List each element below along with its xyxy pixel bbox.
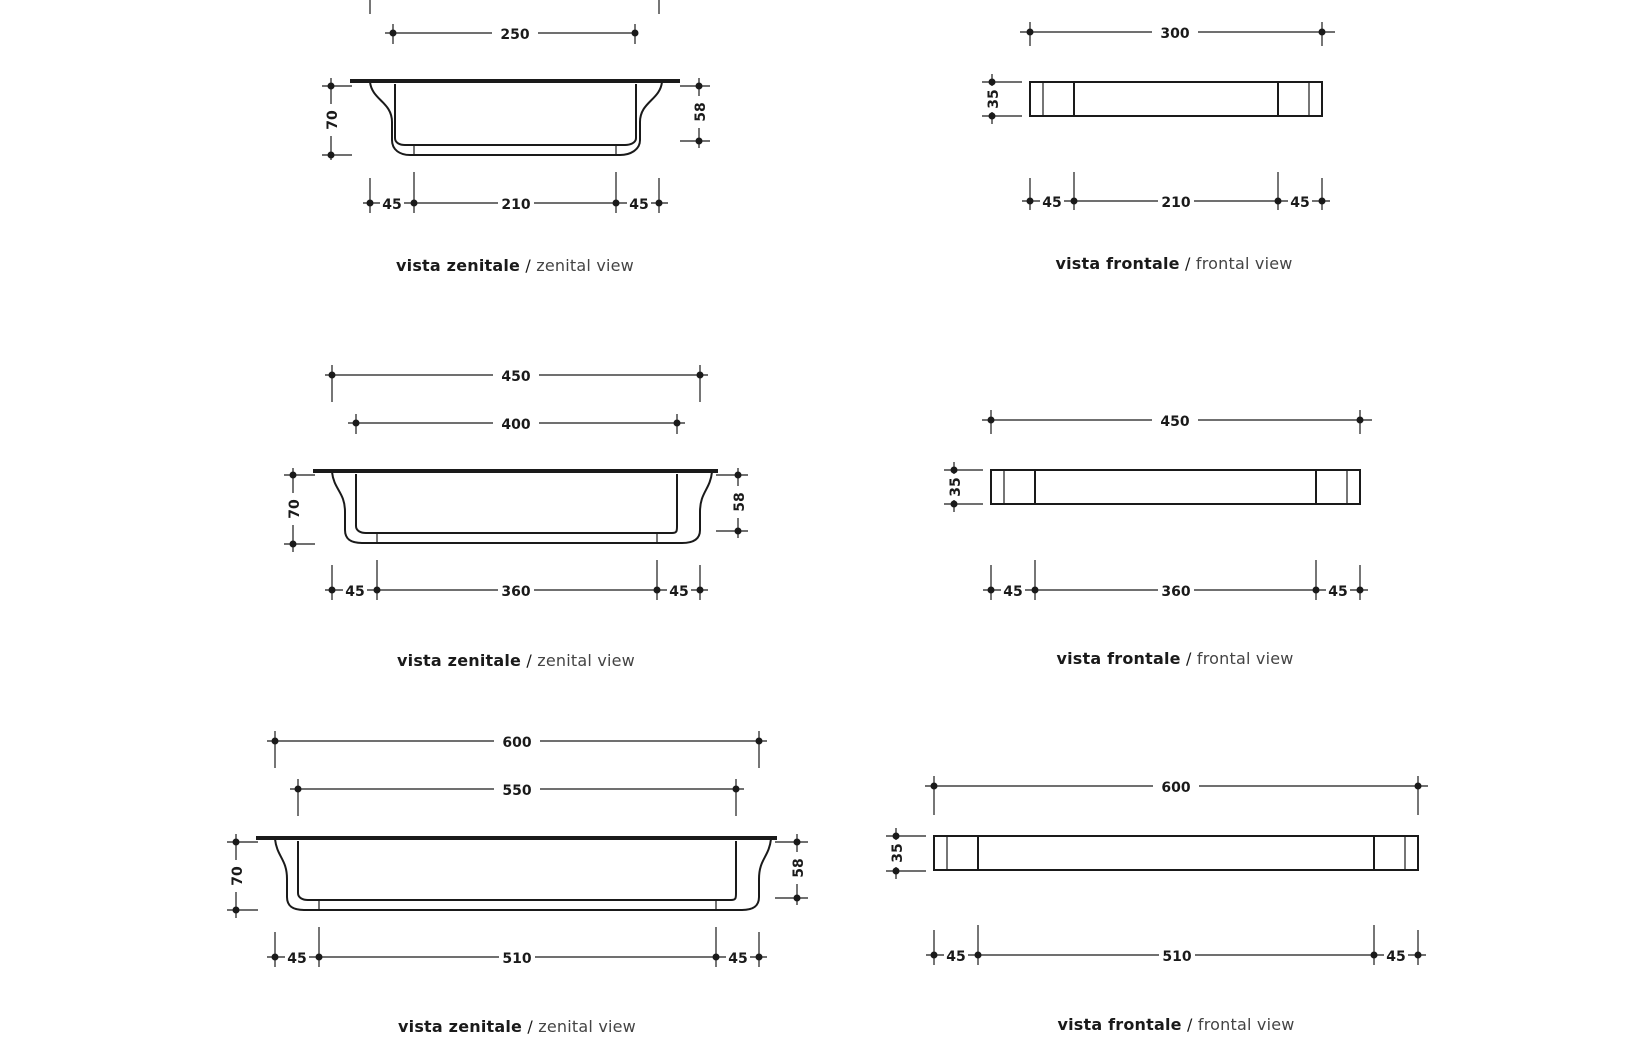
dim-label: 45 [669, 584, 688, 600]
dim-label: 35 [890, 843, 906, 862]
bar-outline [1029, 81, 1323, 117]
dim-top-width: 300 [1020, 22, 1335, 46]
dim-label: 45 [1042, 195, 1061, 211]
caption-english: frontal view [1197, 1015, 1295, 1034]
caption-italian: vista zenitale [398, 1017, 523, 1036]
dim-top-width: 450 [982, 410, 1372, 434]
caption-separator: / [1187, 1015, 1193, 1034]
dim-label: 450 [501, 369, 530, 385]
dim-bottom-chain: 45 210 45 [1022, 172, 1330, 211]
dim-label: 210 [501, 197, 530, 213]
dim-label: 450 [1160, 414, 1189, 430]
dim-label: 45 [1003, 584, 1022, 600]
dim-label: 45 [345, 584, 364, 600]
dim-label: 58 [791, 858, 807, 877]
dim-label: 45 [1386, 949, 1405, 965]
dim-label: 45 [629, 197, 648, 213]
caption-separator: / [527, 1017, 533, 1036]
caption-separator: / [525, 256, 531, 275]
zenital-view-600: 600 550 70 [225, 731, 808, 967]
bar-outline [990, 469, 1361, 505]
dim-label: 58 [732, 492, 748, 511]
dim-label: 45 [946, 949, 965, 965]
dim-top-width: 550 [290, 779, 744, 816]
frontal-view-600: 600 35 45 510 [885, 776, 1428, 965]
dim-label: 35 [986, 89, 1002, 108]
frontal-view-450: 450 35 45 360 [943, 410, 1372, 600]
dim-label: 70 [230, 866, 246, 886]
dim-label: 45 [728, 951, 747, 967]
dim-label: 70 [325, 110, 341, 130]
frontal-view-300: 300 35 45 210 [981, 22, 1335, 211]
dim-label: 600 [1161, 780, 1190, 796]
dim-height-right: 58 [680, 78, 710, 148]
caption-english: frontal view [1195, 254, 1293, 273]
dim-top-width: 400 [348, 413, 685, 434]
shelf-outline [256, 836, 777, 911]
caption-zenital-1: vista zenitale / zenital view [396, 256, 634, 275]
caption-english: zenital view [537, 651, 635, 670]
shelf-outline [350, 79, 680, 156]
dim-label: 70 [287, 499, 303, 519]
caption-frontal-3: vista frontale / frontal view [1057, 1015, 1294, 1034]
caption-frontal-1: vista frontale / frontal view [1055, 254, 1292, 273]
dim-label: 45 [1290, 195, 1309, 211]
dim-label: 400 [501, 417, 530, 433]
dim-label: 300 [1160, 26, 1189, 42]
caption-italian: vista zenitale [397, 651, 522, 670]
bar-outline [933, 835, 1419, 871]
dim-label: 45 [382, 197, 401, 213]
dim-height: 35 [943, 462, 983, 512]
dim-bottom-chain: 45 510 45 [926, 925, 1426, 965]
caption-zenital-3: vista zenitale / zenital view [398, 1017, 636, 1036]
dim-label: 58 [693, 102, 709, 121]
dim-bottom-chain: 45 510 45 [267, 927, 767, 967]
dim-label: 550 [502, 783, 531, 799]
shelf-outline [313, 469, 718, 544]
dim-bottom-chain: 45 360 45 [325, 560, 708, 600]
dim-label: 35 [948, 477, 964, 496]
dim-label: 360 [501, 584, 530, 600]
dim-height-right: 58 [716, 468, 749, 538]
dim-height-left: 70 [225, 834, 258, 918]
caption-italian: vista frontale [1056, 649, 1181, 668]
dim-label: 600 [502, 735, 531, 751]
dim-height-left: 70 [320, 78, 352, 160]
caption-separator: / [1186, 649, 1192, 668]
caption-zenital-2: vista zenitale / zenital view [397, 651, 635, 670]
caption-separator: / [526, 651, 532, 670]
dim-label: 250 [500, 27, 529, 43]
dim-label: 510 [1162, 949, 1191, 965]
dim-height: 35 [981, 74, 1022, 124]
dim-bottom-chain: 45 210 45 [363, 172, 668, 213]
dim-bottom-chain: 45 360 45 [983, 560, 1368, 600]
dim-height-right: 58 [775, 834, 808, 905]
caption-english: frontal view [1196, 649, 1294, 668]
caption-frontal-2: vista frontale / frontal view [1056, 649, 1293, 668]
caption-italian: vista frontale [1057, 1015, 1182, 1034]
dim-label: 210 [1161, 195, 1190, 211]
dim-label: 45 [287, 951, 306, 967]
dim-height-left: 70 [282, 468, 315, 552]
dim-top-width: 600 [925, 776, 1428, 815]
caption-english: zenital view [536, 256, 634, 275]
zenital-view-450: 450 400 70 [282, 365, 749, 600]
dim-label: 360 [1161, 584, 1190, 600]
dim-overall-width: 600 [267, 731, 767, 768]
dim-label: 510 [502, 951, 531, 967]
zenital-view-250: 250 70 58 [320, 0, 710, 213]
caption-separator: / [1185, 254, 1191, 273]
dim-top-width: 250 [385, 23, 639, 44]
dim-overall-width: 450 [325, 365, 708, 402]
dim-height: 35 [885, 828, 926, 879]
dim-label: 45 [1328, 584, 1347, 600]
caption-italian: vista zenitale [396, 256, 521, 275]
caption-english: zenital view [538, 1017, 636, 1036]
caption-italian: vista frontale [1055, 254, 1180, 273]
